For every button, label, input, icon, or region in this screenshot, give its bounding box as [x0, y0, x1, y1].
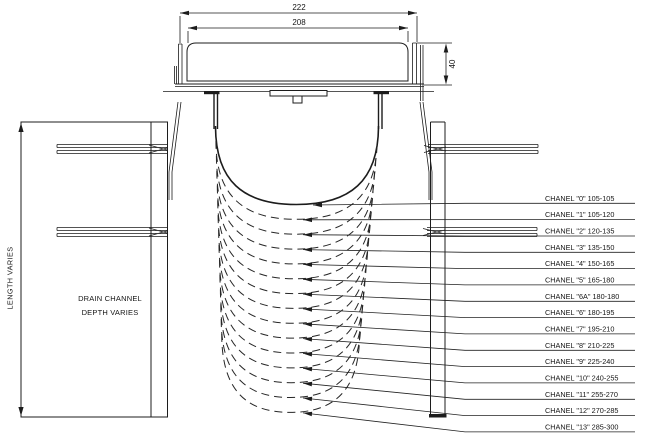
- leader-line: [302, 308, 635, 318]
- channel-profile-curve: [216, 185, 374, 265]
- leader-arrow-icon: [303, 247, 312, 252]
- channel-profile-curve: [217, 200, 373, 280]
- channel-label: CHANEL "12" 270-285: [545, 406, 618, 415]
- leader-line: [302, 412, 635, 433]
- leader-arrow-icon: [303, 262, 313, 267]
- leader-line: [302, 293, 635, 302]
- channel-profile-curve: [215, 155, 377, 235]
- depth-note-line1: DRAIN CHANNEL: [78, 294, 142, 303]
- leader-line: [302, 382, 635, 400]
- channel-profile-curve: [219, 289, 365, 369]
- channel-label: CHANEL "2" 120-135: [545, 227, 614, 236]
- leader-arrow-icon: [303, 232, 312, 238]
- leader-line: [302, 368, 635, 384]
- channel-profile-curve: [218, 244, 369, 324]
- channel-label: CHANEL "6" 180-195: [545, 308, 614, 317]
- channel-profile-curve: [220, 318, 362, 399]
- channel-profile-curve: [221, 333, 361, 413]
- right-flanges: [422, 144, 539, 237]
- leader-arrow-icon: [303, 307, 313, 312]
- channel-depth-profiles: [214, 125, 380, 413]
- channel-label: CHANEL "7" 195-210: [545, 324, 614, 333]
- channel-label: CHANEL "3" 135-150: [545, 243, 614, 252]
- right-post: [429, 121, 447, 418]
- leader-arrow-icon: [303, 277, 313, 282]
- channel-label: CHANEL "8" 210-225: [545, 341, 614, 350]
- drain-channel-body: LENGTH VARIES DRAIN CHANNEL DEPTH VARIES: [6, 121, 168, 418]
- leader-line: [302, 278, 635, 286]
- depth-note-line2: DEPTH VARIES: [82, 308, 139, 317]
- channel-label: CHANEL "6A" 180-180: [545, 292, 619, 301]
- leader-arrow-icon: [303, 337, 313, 342]
- channel-label: CHANEL "4" 150-165: [545, 259, 614, 268]
- channel-label: CHANEL "9" 225-240: [545, 357, 614, 366]
- leader-arrow-icon: [303, 396, 313, 402]
- leader-arrow-icon: [303, 411, 313, 417]
- left-flanges: [56, 144, 168, 237]
- leader-line: [312, 202, 635, 206]
- leader-arrow-icon: [303, 366, 313, 372]
- leader-line: [302, 249, 635, 253]
- leader-line: [302, 353, 635, 367]
- leader-arrow-icon: [313, 202, 322, 208]
- channel-profile-curve: [215, 140, 378, 220]
- dim-40-text: 40: [448, 59, 457, 68]
- leader-line: [302, 338, 635, 351]
- dimension-outer-width: 222: [179, 3, 418, 43]
- leader-line: [302, 264, 635, 269]
- channel-profile-curve: [219, 259, 367, 339]
- length-varies-label: LENGTH VARIES: [6, 246, 15, 309]
- channel-profile-curve: [220, 304, 363, 384]
- grate-cover: [186, 42, 409, 82]
- dimension-grate-height: 40: [417, 42, 457, 86]
- leader-arrow-icon: [303, 217, 312, 223]
- channel-label: CHANEL "1" 105-120: [545, 210, 614, 219]
- channel-profile-curve: [219, 274, 366, 354]
- leader-arrow-icon: [303, 351, 313, 357]
- anchor-bracket: [269, 90, 328, 104]
- channel-profile-curve: [217, 215, 371, 295]
- channel-leader-lines: [302, 202, 635, 433]
- channel-profile-curve: [218, 229, 370, 309]
- leader-line: [302, 323, 635, 335]
- leader-arrow-icon: [303, 381, 313, 387]
- dim-222-text: 222: [292, 3, 306, 12]
- channel-label: CHANEL "13" 285-300: [545, 422, 618, 431]
- leader-arrow-icon: [303, 292, 313, 297]
- leader-line: [302, 234, 635, 237]
- channel-profile-curve: [216, 170, 375, 250]
- channel-throat: [168, 91, 433, 200]
- leader-line: [302, 397, 635, 416]
- channel-label: CHANEL "10" 240-255: [545, 373, 618, 382]
- channel-label: CHANEL "0" 105-105: [545, 194, 614, 203]
- dim-208-text: 208: [292, 18, 306, 27]
- channel-label: CHANEL "11" 255-270: [545, 390, 618, 399]
- dimension-inner-width: 208: [187, 18, 409, 43]
- leader-arrow-icon: [303, 322, 313, 327]
- channel-profile-curve: [214, 125, 380, 206]
- channel-label: CHANEL "5" 165-180: [545, 275, 614, 284]
